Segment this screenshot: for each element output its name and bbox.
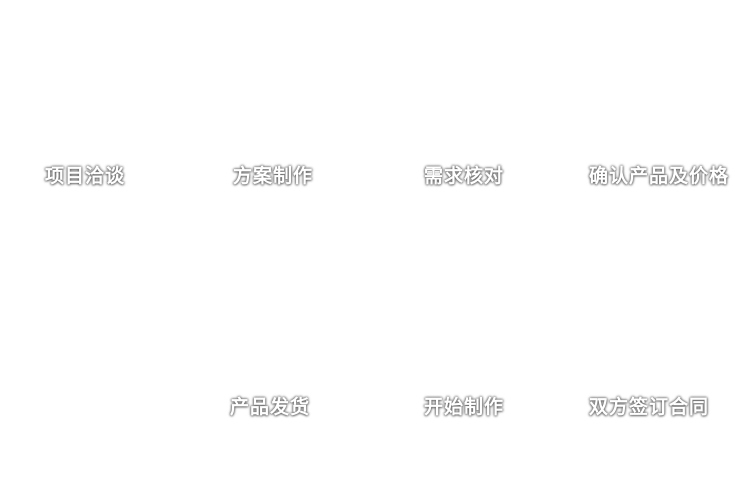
step-confirm-product-price: 确认产品及价格 [589,165,730,187]
step-sign-contract: 双方签订合同 [589,396,710,418]
step-project-negotiation: 项目洽谈 [45,165,126,187]
step-plan-production: 方案制作 [233,165,314,187]
step-start-production: 开始制作 [424,396,505,418]
step-requirements-check: 需求核对 [424,165,505,187]
step-product-shipment: 产品发货 [230,396,311,418]
